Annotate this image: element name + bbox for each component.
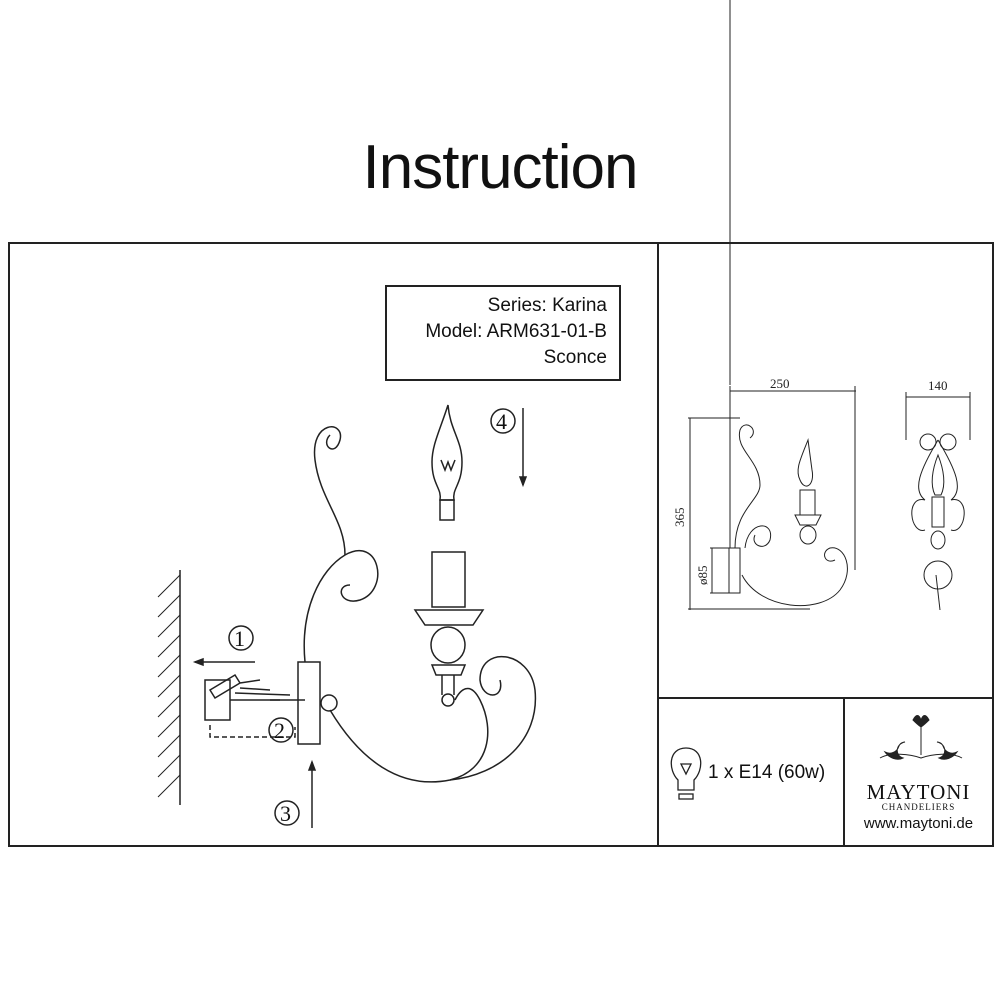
height-dimension: 365 xyxy=(672,508,687,528)
step-3-label: 3 xyxy=(280,801,291,826)
divider xyxy=(657,242,659,845)
step-2-label: 2 xyxy=(274,718,285,743)
product-label: Series: Karina Model: ARM631-01-B Sconce xyxy=(385,285,621,381)
bulb-icon xyxy=(670,747,702,800)
step-1-label: 1 xyxy=(234,626,245,651)
candle-sleeve xyxy=(431,551,466,608)
instruction-frame xyxy=(8,242,994,847)
wall-hatching xyxy=(157,574,181,798)
step-4-circle xyxy=(490,408,516,434)
base-dimension: ø85 xyxy=(695,566,710,586)
step-2-circle xyxy=(268,717,294,743)
type-text: Sconce xyxy=(543,347,607,368)
divider xyxy=(657,697,992,699)
step-1-circle xyxy=(228,625,254,651)
maytoni-logo xyxy=(879,715,963,760)
width-dimension: 250 xyxy=(770,376,790,391)
depth-dimension: 140 xyxy=(928,378,948,393)
step-3-circle xyxy=(274,800,300,826)
step-4-label: 4 xyxy=(496,409,507,434)
side-view xyxy=(688,0,971,611)
scroll xyxy=(303,549,379,663)
brand-name: MAYTONI xyxy=(866,780,971,804)
page-title: Instruction xyxy=(362,133,638,202)
series-text: Series: Karina xyxy=(487,295,607,316)
brand-url: www.maytoni.de xyxy=(863,815,974,832)
divider xyxy=(843,697,845,845)
brand-subtitle: CHANDELIERS xyxy=(881,802,956,812)
backplate xyxy=(297,661,321,745)
candle-bulb xyxy=(431,404,463,501)
model-text: Model: ARM631-01-B xyxy=(425,321,607,342)
bulb-spec: 1 x E14 (60w) xyxy=(708,762,826,783)
